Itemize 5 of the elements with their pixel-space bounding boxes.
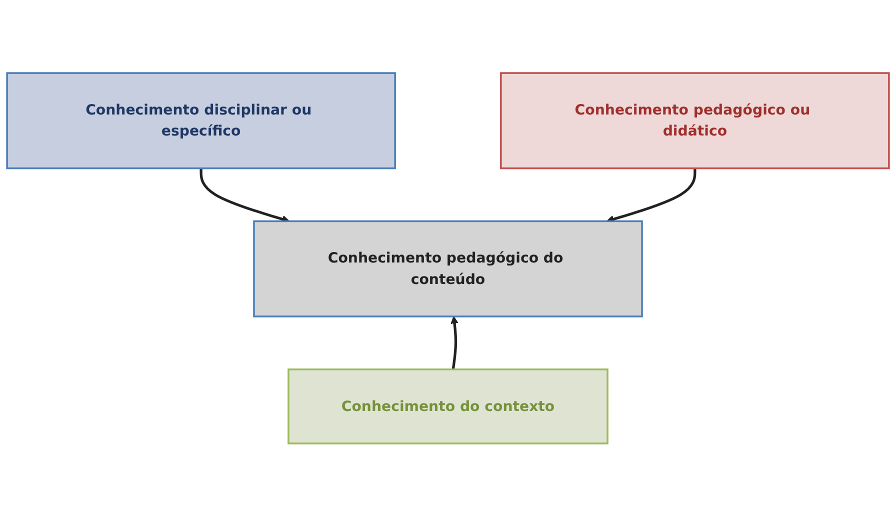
- node-box: Conhecimento pedagógico do conteúdo: [253, 220, 643, 318]
- node-box: Conhecimento disciplinar ou específico: [6, 72, 396, 170]
- node-box: Conhecimento pedagógico ou didático: [500, 72, 890, 170]
- arrow: [450, 316, 458, 370]
- node-box: Conhecimento do contexto: [288, 368, 608, 445]
